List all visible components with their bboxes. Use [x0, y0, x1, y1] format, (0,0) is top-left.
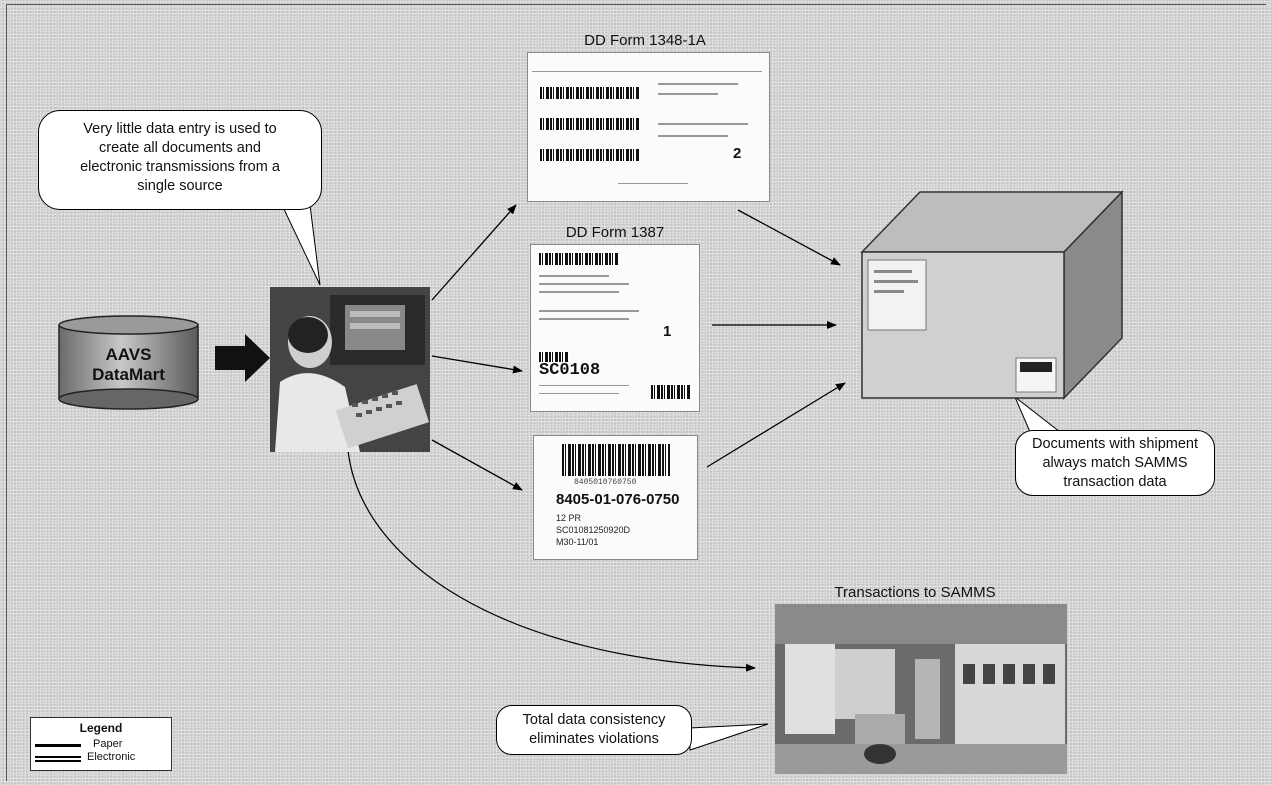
shipment-callout-line1: Documents with shipment	[1031, 436, 1198, 452]
samms-title: Transactions to SAMMS	[834, 584, 996, 601]
data-entry-callout-line3: electronic transmissions from a	[80, 159, 280, 175]
consistency-callout: Total data consistency eliminates violat…	[496, 705, 692, 755]
nsn-label-line3: M30-11/01	[556, 537, 599, 547]
shipment-callout-tail	[1014, 396, 1062, 433]
form-1387-title: DD Form 1387	[565, 224, 665, 241]
arrow-to-form-1387	[431, 355, 523, 374]
operator-photo-drawing	[270, 287, 430, 452]
form-1348-document: 2	[527, 52, 770, 202]
consistency-callout-tail	[689, 723, 769, 751]
legend-box: Legend Paper Electronic	[30, 717, 172, 771]
legend-title: Legend	[79, 721, 123, 735]
diagram-frame	[6, 4, 1266, 781]
nsn-label-barcode-text: 8405010760750	[574, 478, 637, 487]
arrow-1348-to-box	[737, 209, 841, 266]
datamart-to-operator-arrow	[215, 334, 270, 382]
form-1387-barcode-top	[539, 253, 619, 265]
aavs-datamart-cylinder: AAVS DataMart	[56, 315, 201, 411]
form-1348-copy-number: 2	[733, 145, 742, 162]
form-1387-code: SC0108	[539, 361, 601, 380]
nsn-label-line2: SC01081250920D	[556, 525, 631, 535]
nsn-label-line1: 12 PR	[556, 513, 582, 523]
datamart-label-line2: DataMart	[92, 365, 165, 384]
shipment-callout: Documents with shipment always match SAM…	[1015, 430, 1215, 496]
legend-electronic-label: Electronic	[87, 751, 136, 763]
form-1348-barcode-3	[540, 149, 640, 161]
electronic-curve-to-samms	[347, 449, 756, 672]
form-1387-barcode-right	[651, 385, 691, 399]
samms-photo-drawing	[775, 604, 1067, 774]
shipment-callout-line3: transaction data	[1063, 474, 1167, 490]
legend-electronic-line	[35, 756, 81, 758]
arrow-to-form-1348	[431, 204, 517, 301]
legend-paper-line	[35, 744, 81, 747]
legend-electronic-line-2	[35, 760, 81, 762]
form-1387-barcode-small	[539, 352, 569, 362]
samms-computer-room-photo	[775, 604, 1067, 774]
form-1348-title: DD Form 1348-1A	[584, 32, 706, 49]
form-1348-barcode-1	[540, 87, 640, 99]
operator-photo	[270, 287, 430, 452]
form-1348-barcode-2	[540, 118, 640, 130]
data-entry-callout-tail	[281, 204, 321, 286]
shipment-callout-line2: always match SAMMS	[1042, 455, 1188, 471]
arrow-to-label	[431, 439, 523, 491]
datamart-label-line1: AAVS	[105, 345, 152, 364]
cylinder-shape	[58, 315, 199, 410]
data-entry-callout-line2: create all documents and	[98, 140, 261, 156]
form-1387-document: 1 SC0108	[530, 244, 700, 412]
consistency-callout-line2: eliminates violations	[529, 731, 659, 747]
shipment-box	[860, 190, 1124, 400]
nsn-label-document: 8405010760750 8405-01-076-0750 12 PR SC0…	[533, 435, 698, 560]
nsn-label-nsn: 8405-01-076-0750	[556, 491, 680, 508]
form-1387-copy-number: 1	[663, 323, 672, 340]
data-entry-callout: Very little data entry is used to create…	[38, 110, 322, 210]
consistency-callout-line1: Total data consistency	[522, 712, 666, 728]
legend-paper-label: Paper	[93, 738, 123, 750]
data-entry-callout-line1: Very little data entry is used to	[83, 121, 277, 137]
nsn-label-barcode	[562, 444, 670, 476]
arrow-label-to-box	[706, 382, 846, 468]
data-entry-callout-line4: single source	[137, 178, 223, 194]
